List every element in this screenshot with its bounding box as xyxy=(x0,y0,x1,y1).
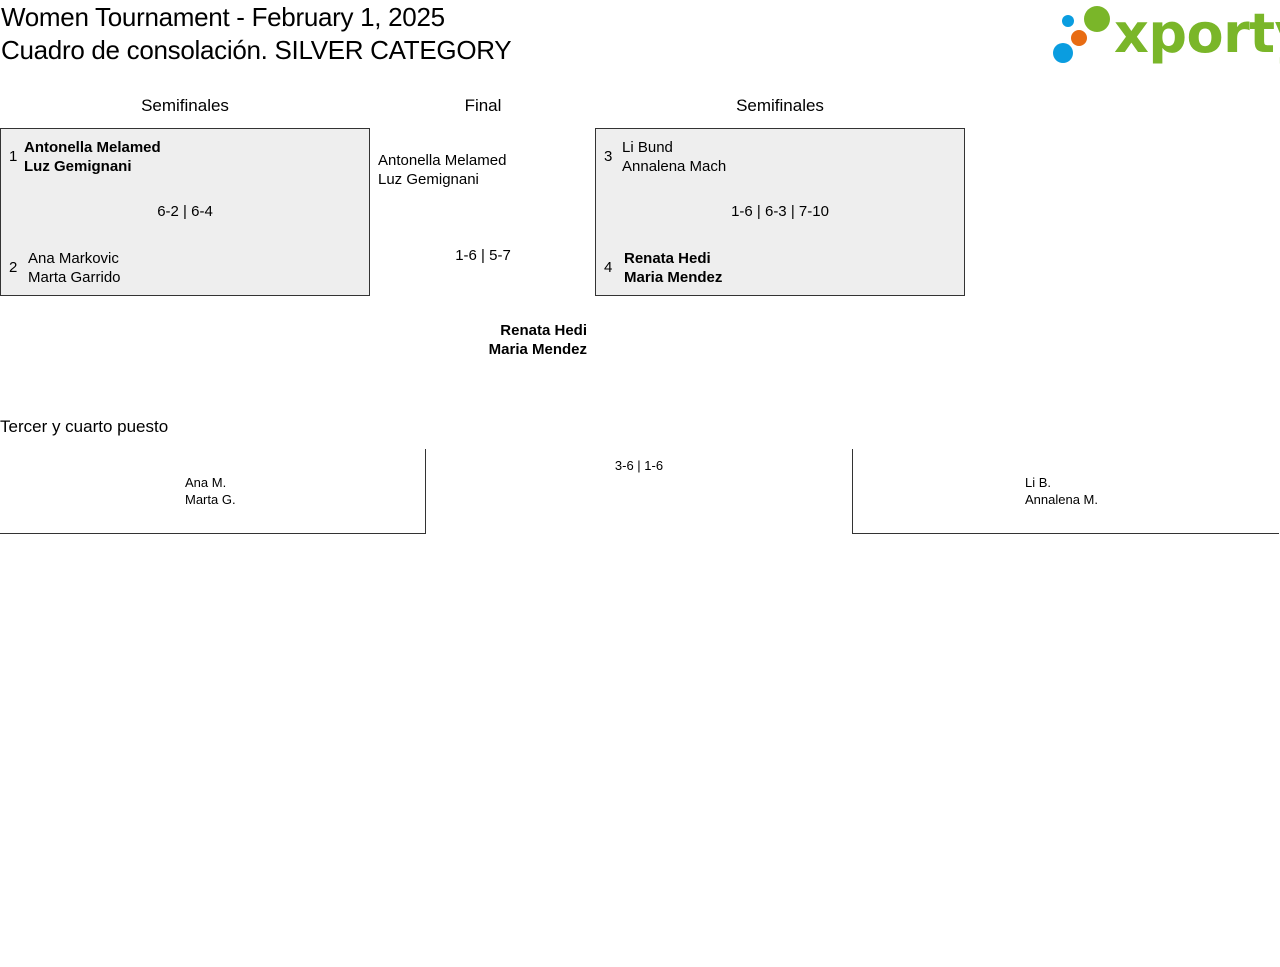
logo-wordmark: xporty xyxy=(1114,2,1280,65)
player-name: Marta Garrido xyxy=(28,269,121,286)
team-pair: Li Bund Annalena Mach xyxy=(622,138,726,176)
match-score: 3-6 | 1-6 xyxy=(614,458,664,473)
final-winner: Renata Hedi Maria Mendez xyxy=(378,321,587,359)
player-name: Ana M. xyxy=(185,475,227,490)
round-label-final: Final xyxy=(464,96,502,115)
seed-number: 1 xyxy=(9,148,18,165)
team-pair: Li B. Annalena M. xyxy=(1025,474,1098,508)
third-place-score-cell: 3-6 | 1-6 xyxy=(426,449,852,534)
player-name: Annalena Mach xyxy=(622,158,727,175)
third-place-team-right[interactable]: Li B. Annalena M. xyxy=(852,449,1279,534)
logo-dot-orange xyxy=(1071,30,1087,46)
logo-dot-blue-large xyxy=(1053,43,1073,63)
player-name: Annalena M. xyxy=(1025,492,1098,507)
seed-number: 2 xyxy=(9,259,18,276)
third-place-title: Tercer y cuarto puesto xyxy=(0,417,169,436)
page-subtitle: Cuadro de consolación. SILVER CATEGORY xyxy=(1,35,512,65)
team-pair: Ana M. Marta G. xyxy=(185,474,236,508)
player-name: Antonella Melamed xyxy=(24,139,161,156)
player-name: Luz Gemignani xyxy=(378,171,479,188)
player-name: Maria Mendez xyxy=(624,269,723,286)
page-title: Women Tournament - February 1, 2025 xyxy=(1,2,445,32)
final-team-top: Antonella Melamed Luz Gemignani xyxy=(378,151,506,189)
player-name: Ana Markovic xyxy=(28,250,119,267)
player-name: Renata Hedi xyxy=(500,322,587,339)
seed-number: 3 xyxy=(604,148,613,165)
player-name: Renata Hedi xyxy=(624,250,711,267)
round-label-semifinal-left: Semifinales xyxy=(141,96,229,115)
semifinal-match-right[interactable]: 3 Li Bund Annalena Mach 1-6 | 6-3 | 7-10… xyxy=(595,128,965,296)
team-pair-winner: Antonella Melamed Luz Gemignani xyxy=(24,138,161,176)
player-name: Li B. xyxy=(1025,475,1052,490)
team-pair-winner: Renata Hedi Maria Mendez xyxy=(624,249,722,287)
logo-dot-blue-small xyxy=(1062,15,1074,27)
player-name: Li Bund xyxy=(622,139,673,156)
team-pair: Ana Markovic Marta Garrido xyxy=(28,249,121,287)
match-score: 1-6 | 6-3 | 7-10 xyxy=(731,203,829,220)
player-name: Maria Mendez xyxy=(488,341,587,358)
logo-dot-green xyxy=(1084,6,1110,32)
third-place-team-left[interactable]: Ana M. Marta G. xyxy=(0,449,426,534)
match-score: 6-2 | 6-4 xyxy=(157,203,213,220)
final-score: 1-6 | 5-7 xyxy=(455,247,511,264)
player-name: Luz Gemignani xyxy=(24,158,132,175)
semifinal-match-left[interactable]: 1 Antonella Melamed Luz Gemignani 6-2 | … xyxy=(0,128,370,296)
player-name: Antonella Melamed xyxy=(378,152,507,169)
xporty-logo xyxy=(1053,6,1110,63)
round-label-semifinal-right: Semifinales xyxy=(736,96,824,115)
player-name: Marta G. xyxy=(185,492,236,507)
seed-number: 4 xyxy=(604,259,613,276)
